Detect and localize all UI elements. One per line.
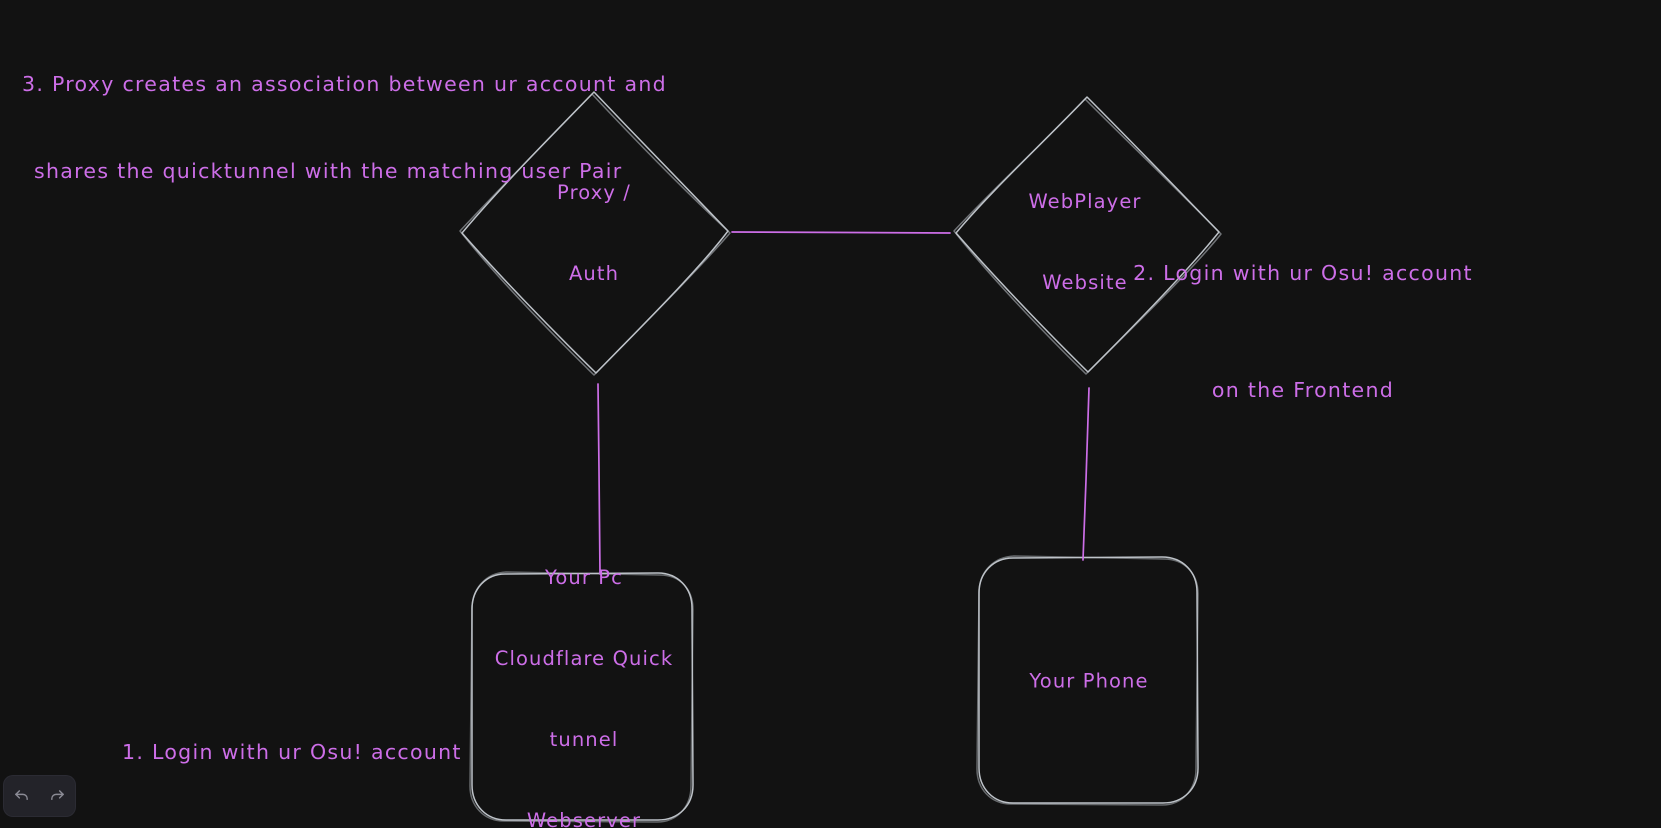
node-label-your-phone[interactable]: Your Phone xyxy=(1029,614,1148,749)
node-label-proxy-auth[interactable]: Proxy / Auth xyxy=(557,125,631,341)
annotation-note-2-line-2: on the Frontend xyxy=(1211,378,1395,402)
undo-button[interactable] xyxy=(8,782,36,810)
connector-webplayer-to-your-phone xyxy=(1082,387,1090,561)
redo-button[interactable] xyxy=(43,782,71,810)
node-label-your-pc-line-2: Cloudflare Quick xyxy=(494,647,674,670)
annotation-note-1-line-1: 1. Login with ur Osu! account xyxy=(122,740,462,764)
annotation-note-1[interactable]: 1. Login with ur Osu! account on the Dis… xyxy=(122,680,462,828)
node-label-webplayer-website-line-2: Website xyxy=(1042,271,1128,294)
node-label-your-phone-line-1: Your Phone xyxy=(1029,669,1149,693)
connector-proxy-to-webplayer xyxy=(731,231,951,234)
node-label-proxy-auth-line-1: Proxy / xyxy=(557,181,631,204)
annotation-note-2[interactable]: 2. Login with ur Osu! account on the Fro… xyxy=(1133,176,1473,488)
undo-arrow-icon xyxy=(15,789,29,800)
node-label-your-pc-line-4: Webserver xyxy=(526,809,642,828)
annotation-note-3-line-2: shares the quicktunnel with the matching… xyxy=(34,159,623,183)
annotation-note-2-line-1: 2. Login with ur Osu! account xyxy=(1133,261,1473,285)
node-label-webplayer-website-line-1: WebPlayer xyxy=(1028,190,1142,213)
node-label-your-pc-line-1: Your Pc xyxy=(544,566,623,589)
node-label-proxy-auth-line-2: Auth xyxy=(568,262,620,285)
node-label-your-pc-line-3: tunnel xyxy=(549,728,619,751)
redo-arrow-icon xyxy=(50,789,64,800)
annotation-note-3[interactable]: 3. Proxy creates an association between … xyxy=(22,12,667,244)
annotation-note-3-line-1: 3. Proxy creates an association between … xyxy=(22,72,667,96)
node-label-webplayer-website[interactable]: WebPlayer Website xyxy=(1028,134,1141,350)
history-toolbar xyxy=(4,776,75,816)
node-label-your-pc[interactable]: Your Pc Cloudflare Quick tunnel Webserve… xyxy=(495,510,673,828)
